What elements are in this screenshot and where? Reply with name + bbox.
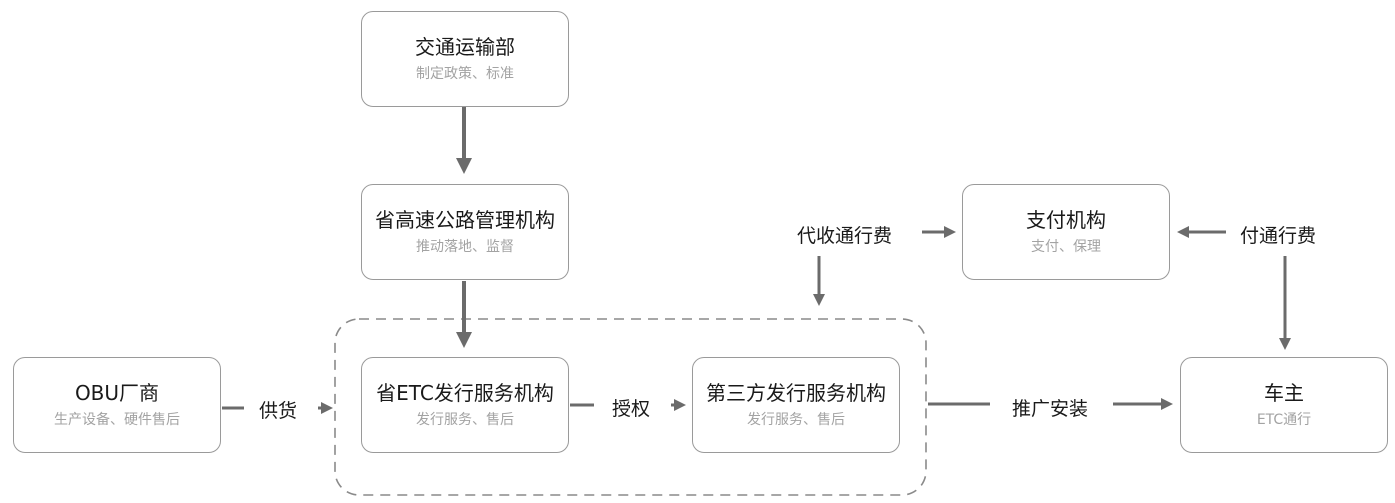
box-obu-vendor-subtitle: 生产设备、硬件售后 bbox=[54, 412, 180, 428]
box-payment: 支付机构 支付、保理 bbox=[962, 184, 1170, 280]
box-provincial-highway-subtitle: 推动落地、监督 bbox=[416, 239, 514, 255]
box-provincial-etc-title: 省ETC发行服务机构 bbox=[376, 381, 554, 405]
box-third-party: 第三方发行服务机构 发行服务、售后 bbox=[692, 357, 900, 453]
box-owner: 车主 ETC通行 bbox=[1180, 357, 1388, 453]
box-third-party-title: 第三方发行服务机构 bbox=[706, 381, 886, 405]
box-third-party-subtitle: 发行服务、售后 bbox=[747, 412, 845, 428]
box-ministry-title: 交通运输部 bbox=[415, 35, 515, 59]
label-collect-toll: 代收通行费 bbox=[797, 225, 893, 247]
box-provincial-etc-subtitle: 发行服务、售后 bbox=[416, 412, 514, 428]
box-obu-vendor-title: OBU厂商 bbox=[74, 381, 160, 405]
box-ministry-subtitle: 制定政策、标准 bbox=[416, 66, 514, 82]
box-owner-title: 车主 bbox=[1264, 381, 1304, 405]
label-authorize: 授权 bbox=[612, 398, 651, 420]
box-payment-title: 支付机构 bbox=[1026, 208, 1106, 232]
label-pay-toll: 付通行费 bbox=[1240, 225, 1317, 247]
label-supply: 供货 bbox=[259, 400, 298, 422]
box-provincial-etc: 省ETC发行服务机构 发行服务、售后 bbox=[361, 357, 569, 453]
box-provincial-highway: 省高速公路管理机构 推动落地、监督 bbox=[361, 184, 569, 280]
box-obu-vendor: OBU厂商 生产设备、硬件售后 bbox=[13, 357, 221, 453]
box-owner-subtitle: ETC通行 bbox=[1256, 412, 1312, 428]
box-payment-subtitle: 支付、保理 bbox=[1031, 239, 1101, 255]
box-provincial-highway-title: 省高速公路管理机构 bbox=[375, 208, 555, 232]
box-ministry: 交通运输部 制定政策、标准 bbox=[361, 11, 569, 107]
label-promote: 推广安装 bbox=[1012, 398, 1089, 420]
